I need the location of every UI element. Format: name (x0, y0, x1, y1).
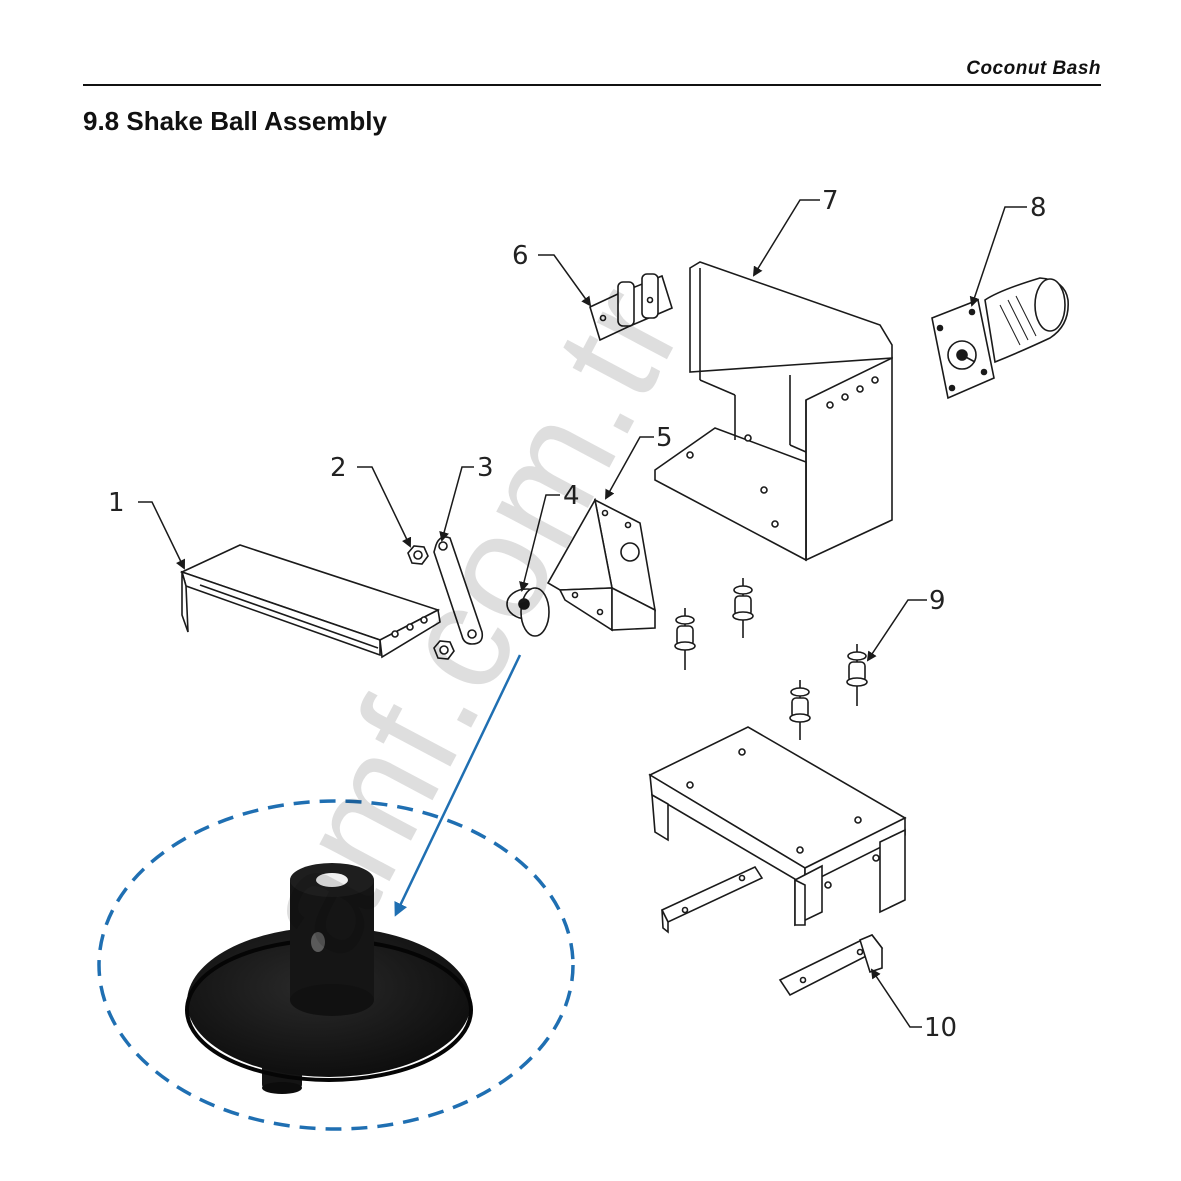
part-8-motor (931, 277, 1069, 400)
callout-6: 6 (512, 241, 529, 271)
mount-c (846, 644, 868, 706)
highlight-dashed-ellipse (97, 799, 575, 1131)
part-1-tray (179, 544, 441, 659)
header-divider (83, 84, 1101, 86)
leader-4 (519, 494, 560, 592)
mount-d (789, 680, 811, 740)
callout-5: 5 (656, 423, 673, 453)
callout-numbers: 1 2 3 4 5 6 7 8 9 10 (108, 186, 1047, 1043)
leader-8 (969, 206, 1027, 307)
callout-8: 8 (1030, 193, 1047, 223)
callout-4: 4 (563, 481, 580, 511)
callout-10: 10 (924, 1013, 957, 1043)
part-4-hub (506, 587, 550, 637)
leader-9 (866, 599, 927, 662)
mount-b (732, 578, 754, 638)
callout-3: 3 (477, 453, 494, 483)
leader-2 (357, 466, 412, 548)
photo-hub (290, 880, 374, 1000)
mount-a (674, 608, 696, 670)
leader-6 (538, 254, 592, 307)
base-frame (648, 726, 907, 927)
part-9-mounts (674, 578, 868, 740)
callout-9: 9 (929, 586, 946, 616)
leader-3 (439, 466, 474, 542)
callout-1: 1 (108, 488, 125, 518)
part-7-housing (654, 261, 893, 562)
callout-leaders (138, 199, 1027, 1028)
part-10-brackets (660, 865, 884, 997)
leader-7 (752, 199, 820, 277)
manual-brand-header: Coconut Bash (966, 58, 1101, 79)
callout-7: 7 (822, 186, 839, 216)
photo-setscrew-hole (311, 932, 325, 952)
section-title: 9.8 Shake Ball Assembly (83, 106, 387, 136)
leader-1 (138, 501, 186, 570)
part-4-highlight (97, 654, 575, 1131)
highlight-arrow (394, 654, 522, 917)
part-2-nuts (407, 545, 455, 660)
photo-bore (316, 873, 348, 887)
leader-10 (870, 968, 922, 1028)
callout-2: 2 (330, 453, 347, 483)
part-4-photo (185, 863, 473, 1094)
leader-5 (605, 436, 654, 500)
part-5-bracket (546, 497, 657, 632)
part-3-link-arm (433, 536, 484, 645)
part-6-hinge (589, 273, 673, 342)
